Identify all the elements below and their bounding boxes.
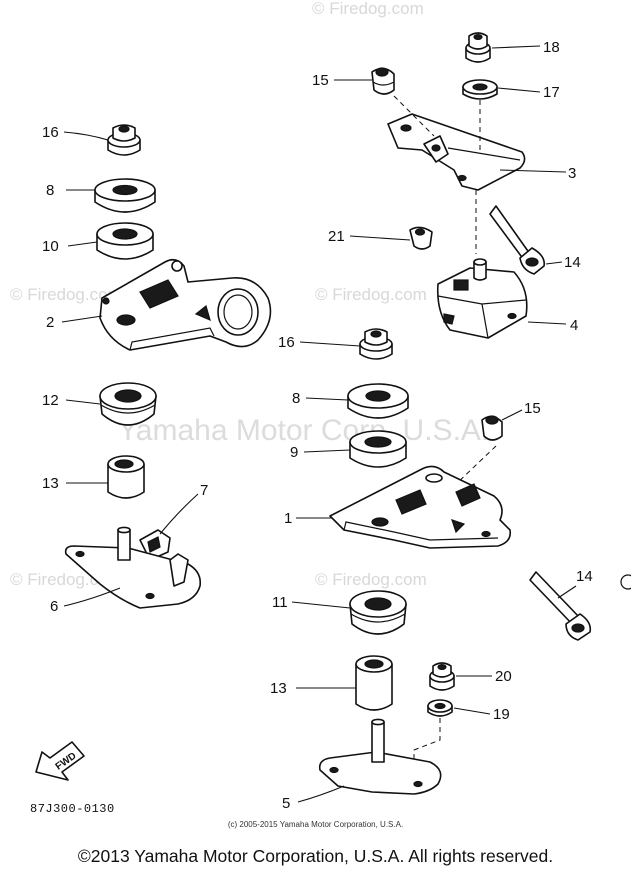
part-15-grommet-lower[interactable] [481, 415, 503, 441]
label-15: 15 [312, 72, 329, 89]
guide-line [393, 95, 435, 137]
watermark-text: © Firedog.com [312, 0, 424, 18]
label-1: 1 [284, 510, 292, 527]
label-18: 18 [543, 39, 560, 56]
part-14-bolt-lower[interactable] [529, 571, 592, 641]
part-19-washer[interactable] [427, 699, 453, 717]
label-19: 19 [493, 706, 510, 723]
label-9: 9 [290, 444, 298, 461]
part-16-nut-right[interactable] [359, 328, 393, 360]
part-8-washer-left[interactable] [94, 178, 156, 213]
label-17: 17 [543, 84, 560, 101]
diagram-code: 87J300-0130 [30, 802, 115, 816]
part-3-bracket-top[interactable] [387, 113, 526, 191]
watermark-overlay: Yamaha Motor Corp, U.S.A. [118, 414, 489, 447]
leader-lines [61, 45, 577, 803]
part-6-bracket-lower-left[interactable] [64, 526, 202, 609]
label-15: 15 [524, 400, 541, 417]
label-4: 4 [570, 317, 578, 334]
label-13: 13 [270, 680, 287, 697]
watermark-text: © Firedog.com [10, 285, 122, 304]
part-4-mount-block[interactable] [436, 258, 528, 339]
part-1-bracket-right[interactable] [329, 465, 512, 549]
part-13-collar-right[interactable] [355, 655, 393, 711]
label-5: 5 [282, 795, 290, 812]
part-5-bracket-lower-right[interactable] [318, 718, 442, 795]
part-12-damper[interactable] [99, 382, 157, 426]
watermark-text: © Firedog.com [315, 285, 427, 304]
label-11: 11 [272, 594, 288, 611]
label-3: 3 [568, 165, 576, 182]
watermark-layer: © Firedog.com © Firedog.com © Firedog.co… [10, 0, 489, 589]
label-8: 8 [46, 182, 54, 199]
copyright-footer: ©2013 Yamaha Motor Corporation, U.S.A. A… [77, 846, 554, 866]
part-2-bracket-left[interactable] [99, 258, 272, 351]
label-13: 13 [42, 475, 59, 492]
fwd-arrow: FWD [35, 741, 85, 781]
small-copyright: (c) 2005-2015 Yamaha Motor Corporation, … [227, 820, 404, 829]
part-8-washer-right[interactable] [347, 383, 409, 419]
label-6: 6 [50, 598, 58, 615]
copyright-glyph-edge [620, 574, 631, 590]
part-21-grommet[interactable] [409, 226, 433, 250]
label-14: 14 [564, 254, 581, 271]
part-13-collar-left[interactable] [107, 455, 145, 499]
part-20-nut[interactable] [429, 662, 455, 691]
part-9-damper[interactable] [349, 430, 407, 468]
label-16: 16 [278, 334, 295, 351]
part-17-washer[interactable] [462, 79, 498, 100]
part-number-labels: 16 8 10 2 12 13 7 6 18 17 15 3 21 14 4 1… [42, 39, 593, 812]
label-14: 14 [576, 568, 593, 585]
part-16-nut-left[interactable] [107, 124, 141, 156]
label-7: 7 [200, 482, 208, 499]
label-10: 10 [42, 238, 59, 255]
label-8: 8 [292, 390, 300, 407]
part-11-damper[interactable] [349, 590, 407, 635]
part-18-nut[interactable] [465, 32, 491, 63]
label-2: 2 [46, 314, 54, 331]
label-21: 21 [328, 228, 345, 245]
part-15-grommet-top[interactable] [371, 67, 395, 95]
part-14-bolt-top[interactable] [489, 205, 546, 275]
label-20: 20 [495, 668, 512, 685]
label-16: 16 [42, 124, 59, 141]
part-10-damper[interactable] [96, 222, 154, 260]
watermark-text: © Firedog.com [315, 570, 427, 589]
label-12: 12 [42, 392, 59, 409]
